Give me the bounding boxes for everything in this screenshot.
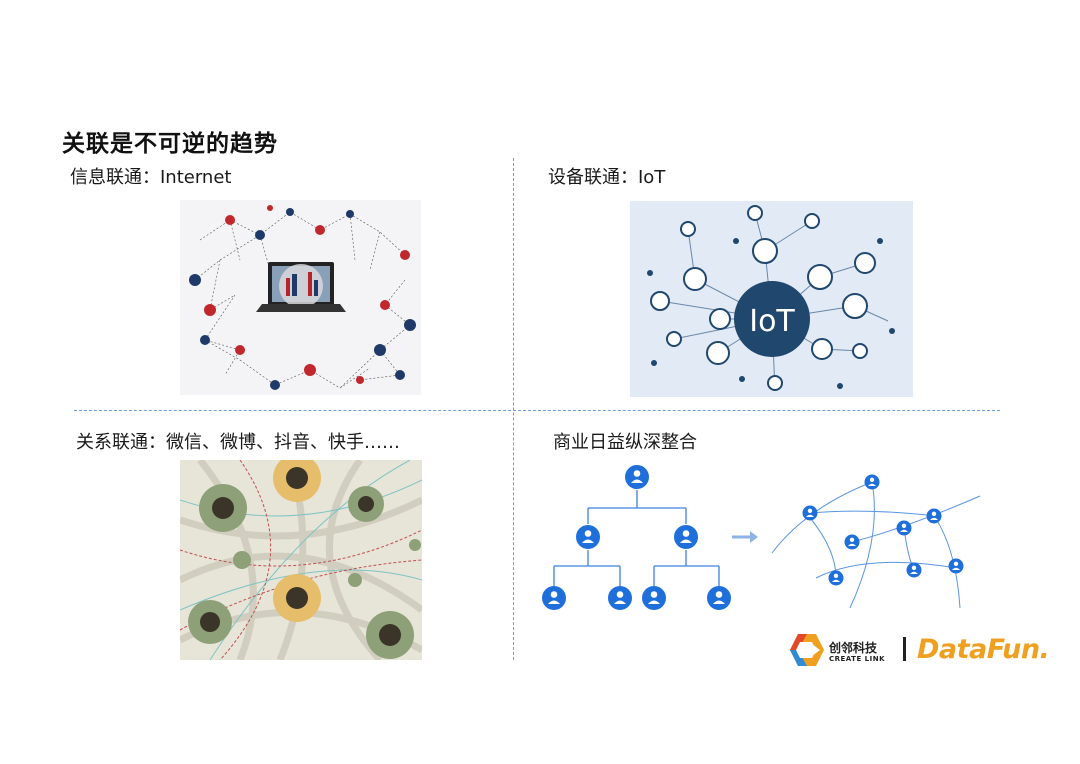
internet-network-graphic	[189, 205, 416, 390]
iot-network-image: IoT	[630, 201, 913, 397]
social-network-graphic	[180, 460, 422, 660]
network-nodes	[802, 474, 964, 586]
page-title: 关联是不可逆的趋势	[62, 131, 278, 157]
quadrant-label-social: 关系联通：微信、微博、抖音、快手……	[76, 432, 400, 453]
tree-connectors	[553, 490, 720, 586]
horizontal-divider	[74, 410, 1000, 411]
datafun-logo: DataFun.	[917, 634, 1050, 665]
logo-separator	[903, 637, 906, 661]
iot-network-graphic: IoT	[647, 205, 895, 392]
tree-to-network-graphic	[542, 465, 981, 610]
social-network-image	[180, 460, 422, 660]
quadrant-label-iot: 设备联通：IoT	[548, 167, 666, 188]
arrow-icon	[732, 531, 758, 543]
network-curves	[771, 481, 981, 609]
quadrant-label-business: 商业日益纵深整合	[553, 432, 697, 453]
iot-center-label: IoT	[749, 304, 795, 339]
createlink-logo-subtext: CREATE LINK	[829, 655, 886, 663]
business-integration-diagram	[536, 458, 996, 618]
tree-nodes	[542, 465, 731, 610]
createlink-logo-text: 创邻科技	[829, 641, 878, 655]
quadrant-label-internet: 信息联通：Internet	[70, 167, 232, 188]
createlink-logo-icon	[786, 632, 826, 668]
internet-network-image	[180, 200, 421, 395]
vertical-divider	[513, 158, 514, 660]
